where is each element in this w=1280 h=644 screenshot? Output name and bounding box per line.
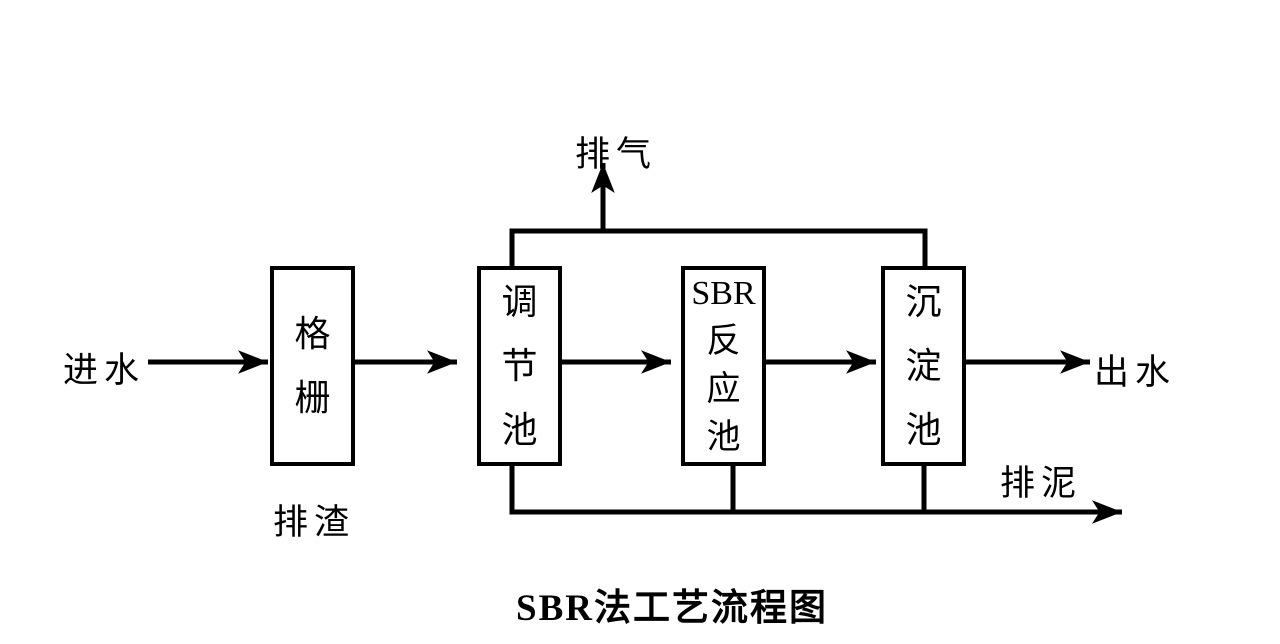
regulating-tank-box: 调 节 池 xyxy=(477,266,562,466)
sludge-line xyxy=(509,464,1122,524)
outflow-label: 出水 xyxy=(1094,353,1177,392)
sludge-label: 排泥 xyxy=(1000,464,1083,503)
exhaust-collector-line xyxy=(509,228,928,266)
exhaust-label: 排气 xyxy=(575,135,658,174)
sbr-reactor-box: SBR 反 应 池 xyxy=(681,266,766,466)
box-label-line: SBR xyxy=(691,275,756,312)
box-label-line: 沉 xyxy=(905,282,942,322)
box-label-line: 栅 xyxy=(294,378,331,418)
box-label-line: 格 xyxy=(294,314,331,354)
inflow-label: 进水 xyxy=(63,351,146,390)
box-label-line: 池 xyxy=(905,410,942,450)
box-label-line: 池 xyxy=(501,410,538,450)
diagram-title: SBR法工艺流程图 xyxy=(516,588,828,629)
slag-label: 排渣 xyxy=(273,503,356,542)
box-label-line: 淀 xyxy=(905,346,942,386)
box-label-line: 反 xyxy=(706,323,741,360)
sedimentation-tank-box: 沉 淀 池 xyxy=(881,266,966,466)
bar-screen-box: 格 栅 xyxy=(270,266,355,466)
box-label-line: 池 xyxy=(706,419,741,456)
box-label-line: 应 xyxy=(706,371,741,408)
box-label-line: 调 xyxy=(501,282,538,322)
box-label-line: 节 xyxy=(501,346,538,386)
